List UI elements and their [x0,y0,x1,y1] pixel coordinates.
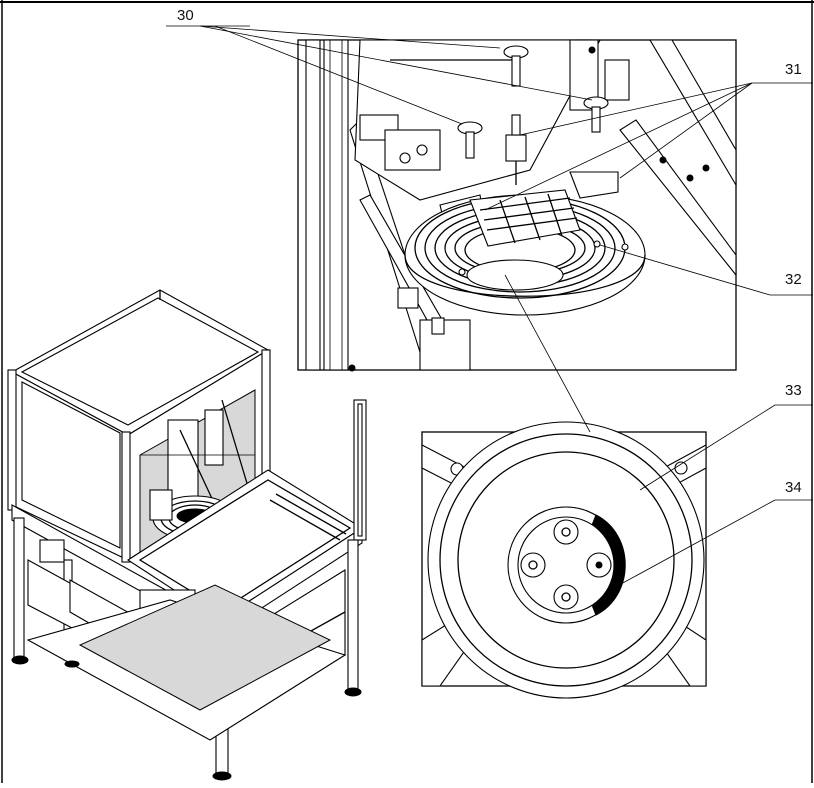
detail-view-bottom [421,421,707,699]
callout-32: 32 [785,271,802,288]
callout-30: 30 [177,7,194,24]
callout-34: 34 [785,479,802,496]
leader-lines [166,25,813,591]
callout-31: 31 [785,61,802,78]
machine-overview [7,289,367,781]
callout-33: 33 [785,382,802,399]
detail-view-top [297,39,737,372]
